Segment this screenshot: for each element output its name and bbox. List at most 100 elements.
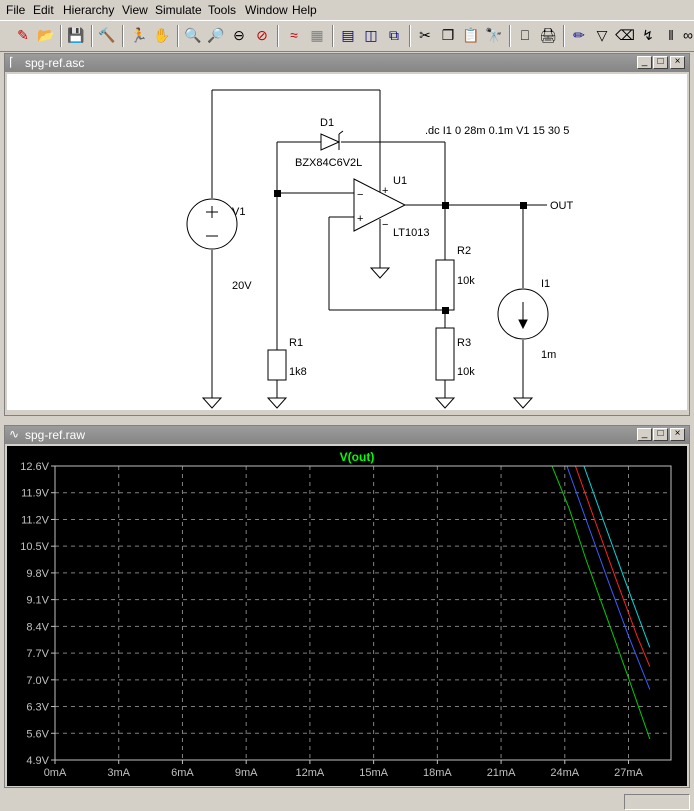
ground-symbol[interactable]	[512, 397, 534, 409]
y-tick-label[interactable]: 10.5V	[20, 541, 49, 553]
ground-icon[interactable]: ▽	[596, 27, 608, 43]
inductor-icon[interactable]: ∞	[683, 27, 693, 43]
x-tick-label[interactable]: 9mA	[235, 767, 258, 779]
open-folder-icon[interactable]: 📂	[37, 27, 55, 43]
ground-symbol[interactable]	[434, 397, 456, 409]
trace-vout-step-3[interactable]	[55, 465, 651, 667]
x-tick-label[interactable]: 24mA	[550, 767, 579, 779]
y-tick-label[interactable]: 5.6V	[26, 728, 49, 740]
x-tick-label[interactable]: 21mA	[487, 767, 516, 779]
y-tick-label[interactable]: 11.2V	[21, 514, 50, 526]
r3-ref-label: R3	[457, 337, 471, 349]
ground-symbol[interactable]	[266, 397, 288, 409]
print-icon[interactable]: 🖨	[539, 27, 557, 43]
maximize-button[interactable]: □	[653, 428, 668, 441]
minimize-button[interactable]: _	[637, 56, 652, 69]
zoom-out-icon[interactable]: ⊖	[233, 27, 245, 43]
y-tick-label[interactable]: 12.6V	[20, 461, 49, 473]
maximize-button[interactable]: □	[653, 56, 668, 69]
junction-dot	[274, 190, 281, 197]
trace-vout-step-2[interactable]	[55, 465, 651, 690]
r2-value-label: 10k	[457, 275, 475, 287]
paste-icon[interactable]: 📋	[462, 27, 480, 43]
r3-resistor[interactable]	[435, 327, 455, 381]
x-tick-label[interactable]: 27mA	[614, 767, 643, 779]
cascade-icon[interactable]: ⧉	[389, 27, 399, 43]
schematic-canvas[interactable]: .dc I1 0 28m 0.1m V1 15 30 5 V1 20V D1 B…	[7, 74, 687, 410]
menu-file[interactable]: File	[6, 3, 26, 17]
autorange-icon[interactable]: ≈	[290, 27, 298, 43]
r3-value-label: 10k	[457, 366, 475, 378]
r1-value-label: 1k8	[289, 366, 307, 378]
copy-icon[interactable]: ❐	[441, 27, 455, 43]
print-setup-icon[interactable]: ⎕	[520, 27, 530, 43]
control-panel-icon[interactable]: 🔨	[98, 27, 116, 43]
waveform-titlebar[interactable]: ∿ spg-ref.raw _ □ ×	[5, 426, 689, 444]
r2-resistor[interactable]	[435, 259, 455, 311]
toolbar-separator	[409, 25, 411, 47]
x-tick-label[interactable]: 3mA	[107, 767, 130, 779]
d1-value-label: BZX84C6V2L	[295, 157, 362, 169]
toolbar-separator	[509, 25, 511, 47]
label-net-icon[interactable]: ⌫	[615, 27, 635, 43]
capacitor-icon[interactable]: ‖	[668, 27, 674, 43]
y-tick-label[interactable]: 7.7V	[26, 648, 49, 660]
schematic-window-title: spg-ref.asc	[25, 56, 85, 70]
y-tick-label[interactable]: 4.9V	[26, 755, 49, 767]
menu-simulate[interactable]: Simulate	[155, 3, 202, 17]
u1-opamp[interactable]	[353, 178, 407, 232]
schematic-titlebar[interactable]: ⌈ spg-ref.asc _ □ ×	[5, 54, 689, 72]
trace-label-vout[interactable]: V(out)	[340, 450, 375, 464]
new-schematic-icon[interactable]: ✎	[17, 27, 29, 43]
zoom-cancel-icon[interactable]: ⊘	[256, 27, 268, 43]
pan-icon[interactable]: 🔎	[207, 27, 225, 43]
v1-voltage-source[interactable]	[186, 198, 238, 250]
y-tick-label[interactable]: 8.4V	[26, 621, 49, 633]
d1-zener-diode[interactable]	[320, 130, 344, 151]
save-icon[interactable]: 💾	[67, 27, 85, 43]
view-fft-icon[interactable]: ▦	[310, 27, 324, 43]
cut-icon[interactable]: ✂	[419, 27, 431, 43]
ground-symbol[interactable]	[369, 267, 391, 279]
junction-dot	[520, 202, 527, 209]
waveform-plot-area[interactable]: V(out) 4.9V 5.6V 6.3V 7.0V 7.7V 8.4V 9.1V 9.8V 1…	[7, 446, 687, 786]
opamp-vplus-label: +	[382, 185, 388, 197]
menu-view[interactable]: View	[122, 3, 148, 17]
halt-hand-icon[interactable]: ✋	[153, 27, 171, 43]
y-tick-label[interactable]: 6.3V	[26, 702, 49, 714]
x-tick-label[interactable]: 18mA	[423, 767, 452, 779]
toolbar-separator	[177, 25, 179, 47]
schematic-drawing: .dc I1 0 28m 0.1m V1 15 30 5 V1 20V D1 B…	[186, 89, 574, 409]
run-icon[interactable]: 🏃	[130, 27, 148, 43]
y-tick-label[interactable]: 11.9V	[21, 488, 50, 500]
status-panel	[624, 794, 690, 810]
zoom-in-icon[interactable]: 🔍	[184, 27, 202, 43]
v1-value-label: 20V	[232, 280, 252, 292]
y-tick-label[interactable]: 9.8V	[26, 568, 49, 580]
menu-window[interactable]: Window	[245, 3, 288, 17]
x-tick-label[interactable]: 15mA	[359, 767, 388, 779]
trace-vout-step-1[interactable]	[55, 465, 651, 740]
menu-tools[interactable]: Tools	[208, 3, 237, 17]
x-tick-label[interactable]: 6mA	[171, 767, 194, 779]
resistor-icon[interactable]: ↯	[642, 27, 654, 43]
close-button[interactable]: ×	[670, 428, 685, 441]
close-button[interactable]: ×	[670, 56, 685, 69]
x-tick-label[interactable]: 0mA	[44, 767, 67, 779]
y-tick-label[interactable]: 7.0V	[26, 675, 49, 687]
menu-edit[interactable]: Edit	[33, 3, 54, 17]
r1-resistor[interactable]	[267, 349, 287, 381]
tile-vertical-icon[interactable]: ◫	[364, 27, 378, 43]
draw-wire-icon[interactable]: ✏	[573, 27, 585, 43]
ground-symbol[interactable]	[201, 397, 223, 409]
dc-sweep-directive[interactable]: .dc I1 0 28m 0.1m V1 15 30 5	[425, 125, 569, 137]
menu-help[interactable]: Help	[292, 3, 317, 17]
minimize-button[interactable]: _	[637, 428, 652, 441]
tile-horizontal-icon[interactable]: ▤	[341, 27, 355, 43]
y-tick-label[interactable]: 9.1V	[26, 595, 49, 607]
i1-current-source[interactable]	[497, 288, 549, 340]
find-icon[interactable]: 🔭	[485, 27, 503, 43]
menu-hierarchy[interactable]: Hierarchy	[63, 3, 115, 17]
out-net-label[interactable]: OUT	[550, 200, 574, 212]
x-tick-label[interactable]: 12mA	[296, 767, 325, 779]
